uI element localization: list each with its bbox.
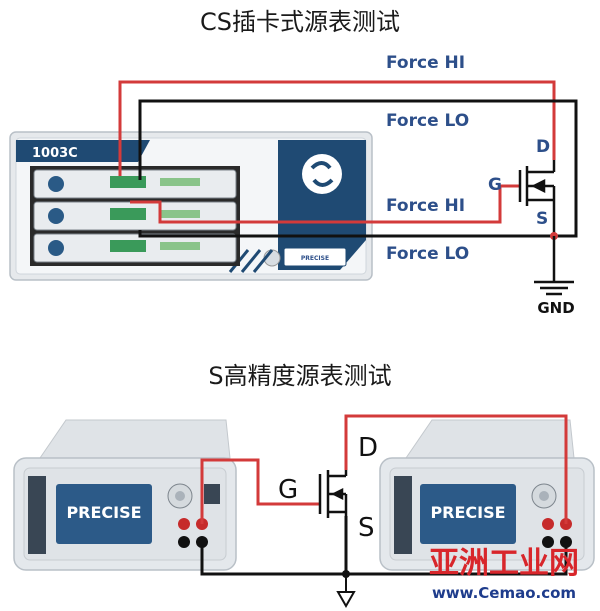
wire-label-force-hi-1: Force HI xyxy=(386,53,465,73)
bottom-ground-icon xyxy=(336,574,356,609)
top-mosfet-symbol xyxy=(518,160,556,236)
left-smu-brand: PRECISE xyxy=(66,503,141,522)
watermark-chinese: 亚洲工业网 xyxy=(429,546,579,581)
top-wire-force-lo-source xyxy=(138,99,578,238)
bottom-pin-drain: D xyxy=(358,433,378,463)
top-title: CS插卡式源表测试 xyxy=(200,8,400,36)
watermark-url: www.Cemao.com xyxy=(432,584,576,602)
right-smu-instrument: PRECISE xyxy=(379,419,595,571)
top-wire-force-lo-ground xyxy=(138,230,548,238)
ground-icon xyxy=(534,236,574,296)
rack-model-label: 1003C xyxy=(32,146,78,161)
top-pin-drain: D xyxy=(536,137,550,157)
bottom-wire-drain xyxy=(344,414,568,524)
top-pin-source: S xyxy=(536,209,548,229)
rack-logo-icon xyxy=(302,154,342,194)
wire-label-force-lo-1: Force LO xyxy=(386,111,469,131)
bottom-pin-gate: G xyxy=(278,475,298,505)
rack-card-slots xyxy=(30,166,240,266)
right-smu-brand: PRECISE xyxy=(430,503,505,522)
watermark: 亚洲工业网 www.Cemao.com xyxy=(429,546,579,602)
rack-brand-label: PRECISE xyxy=(301,255,329,262)
bottom-wire-source xyxy=(200,516,568,576)
top-wire-force-hi-gate xyxy=(130,184,520,224)
bottom-mosfet-symbol xyxy=(318,470,348,518)
ground-label: GND xyxy=(537,299,574,317)
rack-instrument: 1003C PRECISE xyxy=(9,131,373,281)
left-smu-terminal-lo-1 xyxy=(178,536,190,548)
right-smu-terminal-hi-1 xyxy=(542,518,554,530)
wire-label-force-lo-2: Force LO xyxy=(386,244,469,264)
right-smu-terminal-lo-1 xyxy=(542,536,554,548)
top-pin-gate: G xyxy=(488,175,502,195)
bottom-pin-source: S xyxy=(358,513,375,543)
bottom-wire-gate xyxy=(200,458,320,524)
wire-label-force-hi-2: Force HI xyxy=(386,196,465,216)
bottom-title: S高精度源表测试 xyxy=(208,362,391,390)
top-wire-force-hi-drain xyxy=(118,80,556,176)
left-smu-terminal-hi-1 xyxy=(178,518,190,530)
left-smu-instrument: PRECISE xyxy=(13,419,237,571)
